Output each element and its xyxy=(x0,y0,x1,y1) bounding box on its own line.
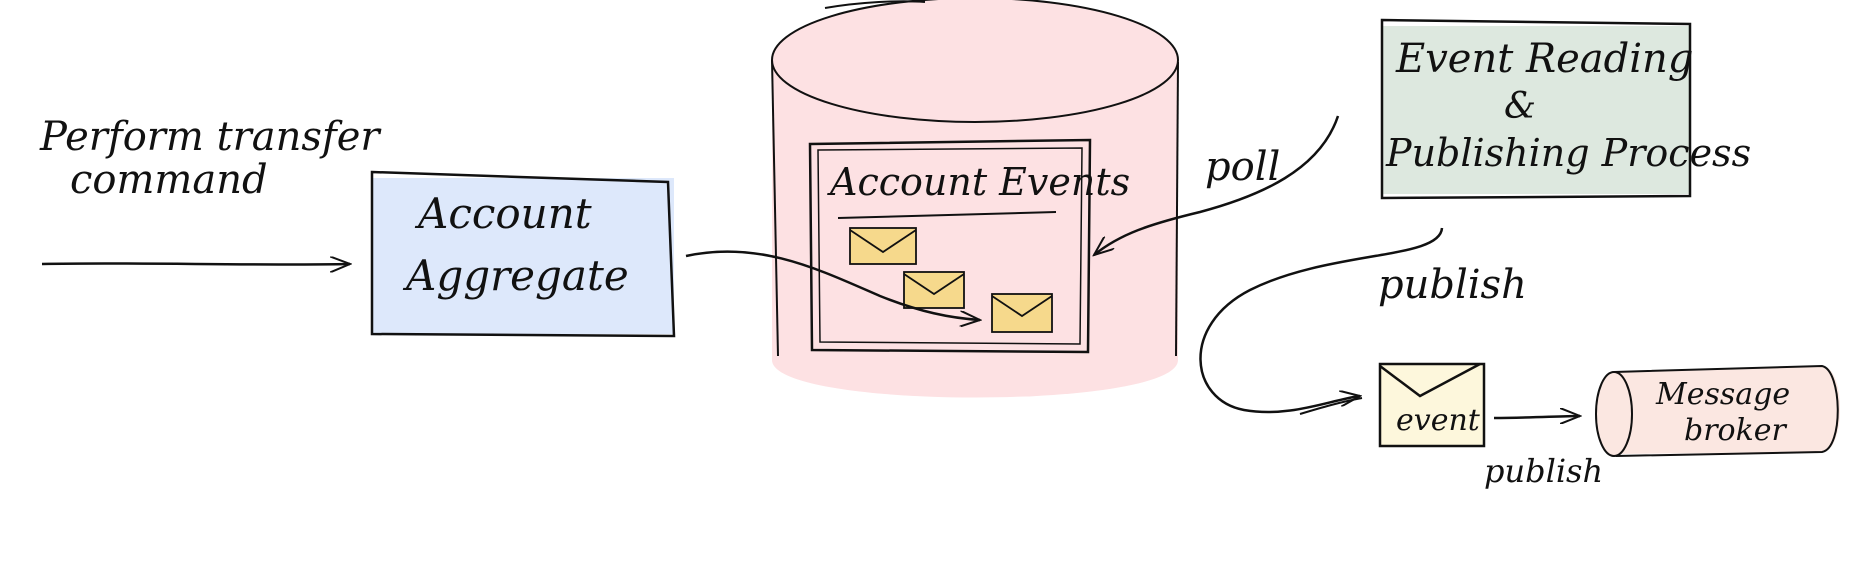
events-table-title: Account Events xyxy=(827,160,1130,204)
aggregate-label-line1: Account xyxy=(414,189,592,238)
events-table-outer xyxy=(808,138,1092,354)
events-title-underline xyxy=(837,211,1057,219)
process-label-line1: Event Reading xyxy=(1395,36,1693,82)
envelope-icon xyxy=(991,293,1053,333)
event-envelope-label: event xyxy=(1396,403,1481,438)
process-fill xyxy=(1382,26,1690,194)
aggregate-border xyxy=(370,170,676,338)
broker-outline xyxy=(1613,364,1839,457)
envelope-icon xyxy=(849,227,917,265)
database-right-side xyxy=(1175,61,1179,357)
account-events-table: Account Events xyxy=(808,138,1130,354)
command-label-line2: command xyxy=(70,157,268,203)
message-broker-queue: Message broker xyxy=(1595,364,1840,457)
command-arrow xyxy=(41,263,350,264)
database-left-side xyxy=(771,59,779,357)
publish-arrow xyxy=(1199,227,1444,414)
process-border xyxy=(1380,18,1692,200)
broker-label-line2: broker xyxy=(1684,413,1788,448)
poll-label: poll xyxy=(1205,144,1280,190)
command-label: Perform transfer command xyxy=(39,114,382,203)
database-top-ellipse xyxy=(771,0,1179,123)
aggregate-label-line2: Aggregate xyxy=(402,251,629,300)
append-event-arrow xyxy=(685,250,980,320)
publish-bottom-label: publish xyxy=(1484,452,1603,490)
broker-fill xyxy=(1614,366,1840,454)
publish-top-label: publish xyxy=(1378,262,1527,308)
poll-arrow xyxy=(1094,115,1340,255)
broker-left-ellipse xyxy=(1595,371,1633,457)
account-aggregate-box: Account Aggregate xyxy=(370,170,676,338)
event-to-broker-arrow xyxy=(1493,416,1580,418)
publish-arrow-tail xyxy=(1299,397,1363,415)
envelope-icon xyxy=(1379,362,1481,398)
process-label-line2: & xyxy=(1504,86,1536,127)
envelope-icon xyxy=(903,271,965,309)
event-envelope: event xyxy=(1378,362,1486,448)
database-top-stroke xyxy=(824,0,926,9)
command-label-line1: Perform transfer xyxy=(39,114,382,160)
process-label-line3: Publishing Process xyxy=(1385,131,1751,175)
event-store-database xyxy=(771,0,1179,398)
aggregate-fill xyxy=(372,178,674,334)
events-table-inner xyxy=(817,147,1083,345)
publishing-process-box: Event Reading & Publishing Process xyxy=(1380,18,1751,200)
broker-label-line1: Message xyxy=(1655,377,1790,412)
event-envelope-body xyxy=(1378,362,1486,448)
